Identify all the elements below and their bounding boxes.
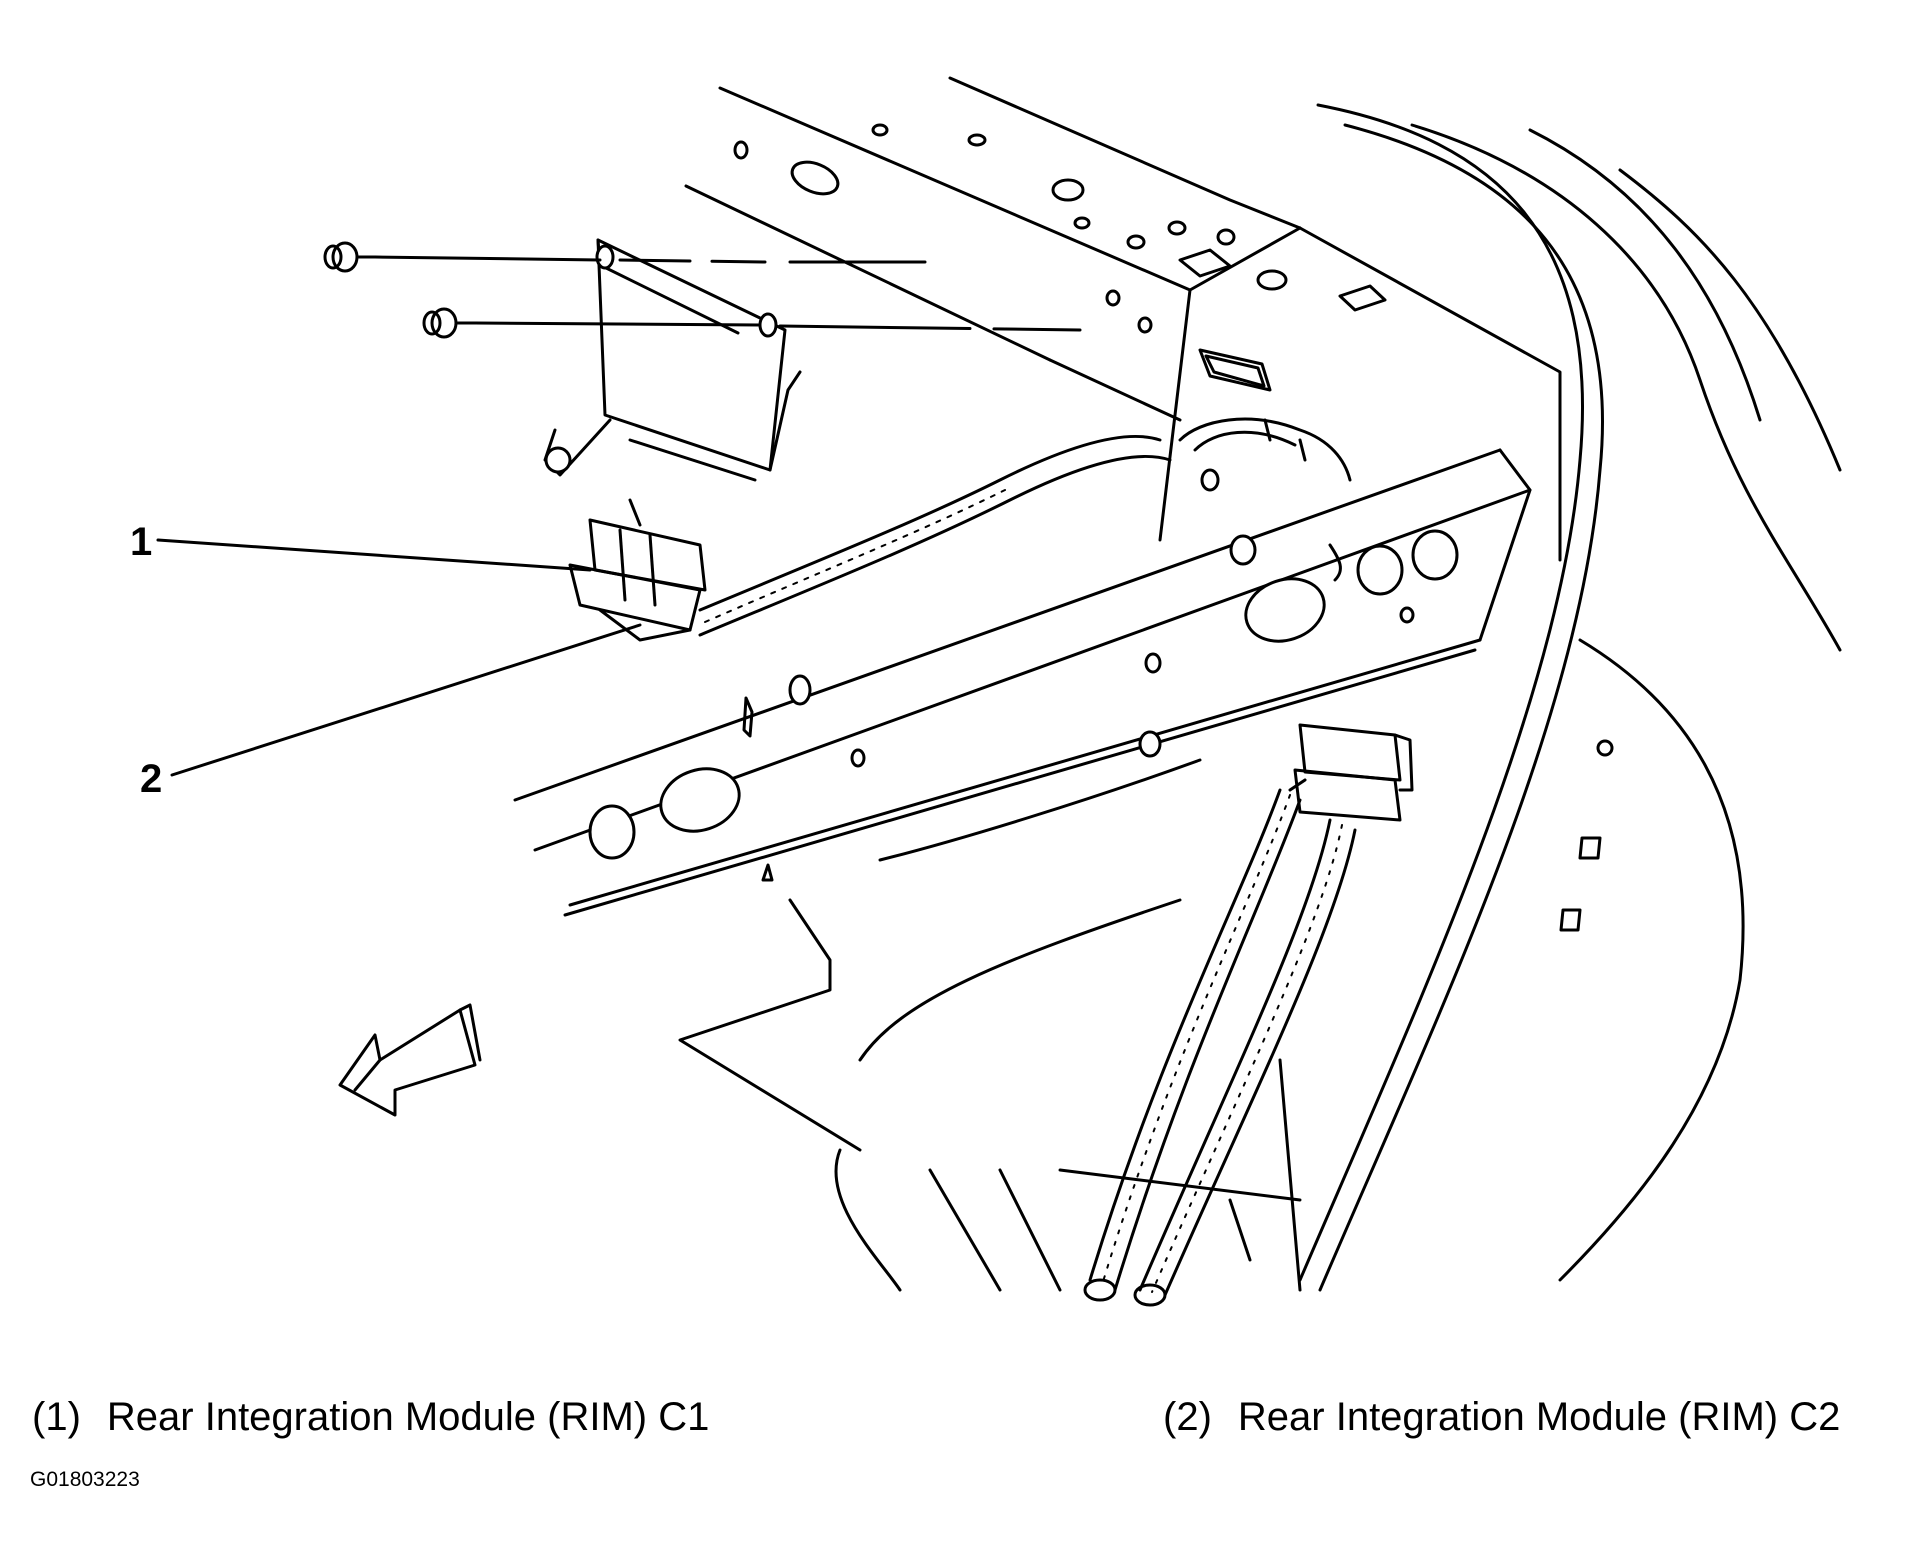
legend-item-2-text: Rear Integration Module (RIM) C2 (1237, 1395, 1841, 1439)
connector-c2 (1288, 723, 1414, 822)
upper-harness (698, 417, 1352, 637)
fastener-lower (422, 307, 1082, 339)
figure-id: G01803223 (30, 1468, 140, 1491)
lower-floor (678, 758, 1302, 1292)
legend-item-2-number: (2) (1163, 1395, 1212, 1439)
connector-c1 (568, 498, 707, 642)
component-location-diagram: 1 2 (130, 76, 1842, 1307)
forward-arrow-icon (338, 1003, 482, 1117)
legend-item-2: (2) Rear Integration Module (RIM) C2 (1163, 1395, 1840, 1440)
upper-panel (684, 76, 1562, 562)
callout-1-leader (156, 538, 592, 572)
legend-item-1-number: (1) (32, 1395, 81, 1439)
callout-1: 1 (130, 520, 592, 572)
cross-member (513, 448, 1532, 917)
line-art: 1 2 (130, 76, 1842, 1307)
body-side-curves (1298, 103, 1842, 1292)
callout-2: 2 (140, 623, 642, 801)
callout-2-leader (170, 623, 642, 777)
legend-item-1-text: Rear Integration Module (RIM) C1 (106, 1395, 710, 1439)
legend-item-1: (1) Rear Integration Module (RIM) C1 (32, 1395, 709, 1440)
rear-integration-module (543, 238, 802, 482)
callout-2-number: 2 (140, 757, 162, 801)
fastener-upper (323, 241, 927, 273)
lower-harnesses (1083, 788, 1357, 1307)
callout-1-number: 1 (130, 520, 152, 564)
